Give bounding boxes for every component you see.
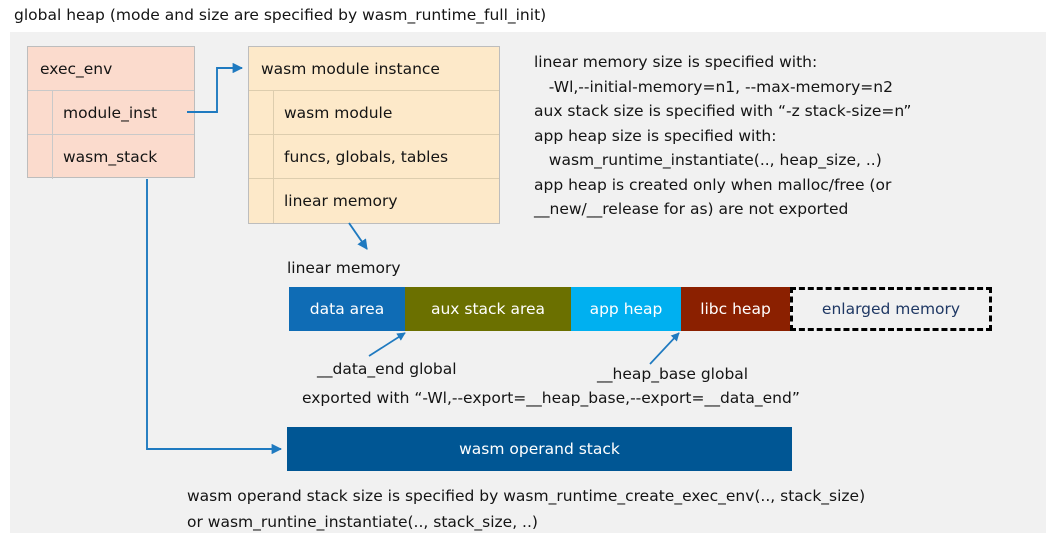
exec-env-field-wasm-stack: wasm_stack [28, 135, 194, 179]
exec-env-header: exec_env [28, 47, 194, 91]
memory-segment-app-heap: app heap [571, 287, 681, 331]
operand-stack-notes: wasm operand stack size is specified by … [187, 487, 866, 531]
exec-env-field-module-inst: module_inst [28, 91, 194, 135]
page-title: global heap (mode and size are specified… [14, 6, 547, 24]
wasm-module-instance-box: wasm module instance wasm module funcs, … [248, 46, 500, 224]
data-end-annotation: __data_end global [317, 360, 457, 378]
memory-segment-enlarged-memory: enlarged memory [790, 287, 992, 331]
module-instance-header: wasm module instance [249, 47, 499, 91]
wasm-operand-stack-box: wasm operand stack [287, 427, 792, 471]
exec-env-box: exec_env module_inst wasm_stack [27, 46, 195, 179]
memory-segment-data-area: data area [289, 287, 405, 331]
memory-segment-aux-stack-area: aux stack area [405, 287, 571, 331]
heap-base-annotation: __heap_base global [597, 365, 749, 383]
linear-memory-label: linear memory [287, 259, 401, 277]
module-instance-field-funcs-globals-tables: funcs, globals, tables [249, 135, 499, 179]
exported-with-annotation: exported with “-Wl,--export=__heap_base,… [302, 389, 800, 407]
memory-segment-libc-heap: libc heap [681, 287, 790, 331]
linear-memory-bar: data area aux stack area app heap libc h… [289, 287, 992, 331]
linear-memory-notes: linear memory size is specified with: -W… [534, 53, 912, 218]
module-instance-field-wasm-module: wasm module [249, 91, 499, 135]
module-instance-field-linear-memory: linear memory [249, 179, 499, 223]
